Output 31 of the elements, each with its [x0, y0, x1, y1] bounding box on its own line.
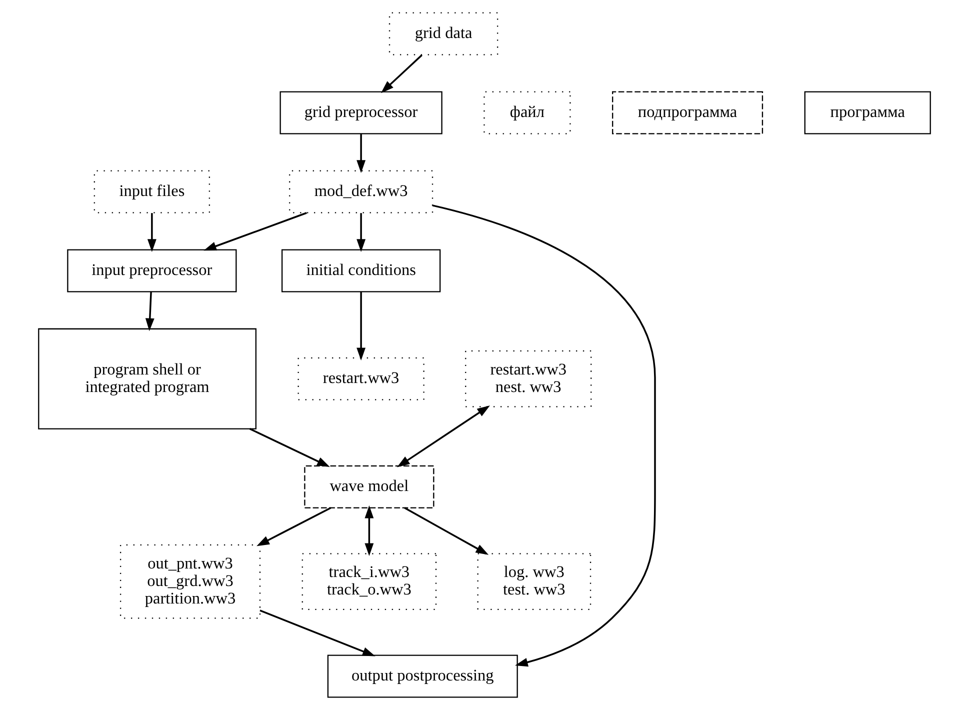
- arrow: [145, 292, 154, 332]
- node-box: файл: [484, 91, 571, 134]
- arrow: [260, 610, 376, 656]
- arrow: [364, 505, 374, 556]
- node-box: restart.ww3: [298, 357, 424, 400]
- arrow: [256, 507, 332, 546]
- arrow: [204, 212, 307, 251]
- node-box: input preprocessor: [67, 249, 237, 292]
- node-box: program shell or integrated program: [38, 328, 256, 430]
- node-box: initial conditions: [281, 249, 441, 292]
- node-box: input files: [94, 170, 210, 214]
- node-box: подпрограмма: [612, 91, 764, 134]
- node-box: grid data: [388, 12, 498, 56]
- node-box: restart.ww3 nest. ww3: [465, 350, 592, 408]
- node-box: log. ww3 test. ww3: [477, 553, 592, 610]
- arrow: [356, 213, 366, 252]
- node-box: output postprocessing: [327, 654, 518, 698]
- arrow: [356, 134, 366, 173]
- node-box: out_pnt.ww3 out_grd.ww3 partition.ww3: [120, 544, 261, 619]
- node-box: wave model: [304, 465, 434, 508]
- arrow: [249, 428, 330, 467]
- arrow: [356, 292, 366, 360]
- node-box: track_i.ww3 track_o.ww3: [302, 553, 437, 610]
- arrow: [432, 204, 656, 667]
- arrow: [396, 405, 490, 468]
- node-box: программа: [804, 91, 931, 134]
- arrow: [380, 54, 422, 94]
- arrow: [147, 213, 156, 252]
- arrow: [404, 507, 489, 555]
- node-box: mod_def.ww3: [289, 170, 434, 214]
- node-box: grid preprocessor: [280, 91, 442, 134]
